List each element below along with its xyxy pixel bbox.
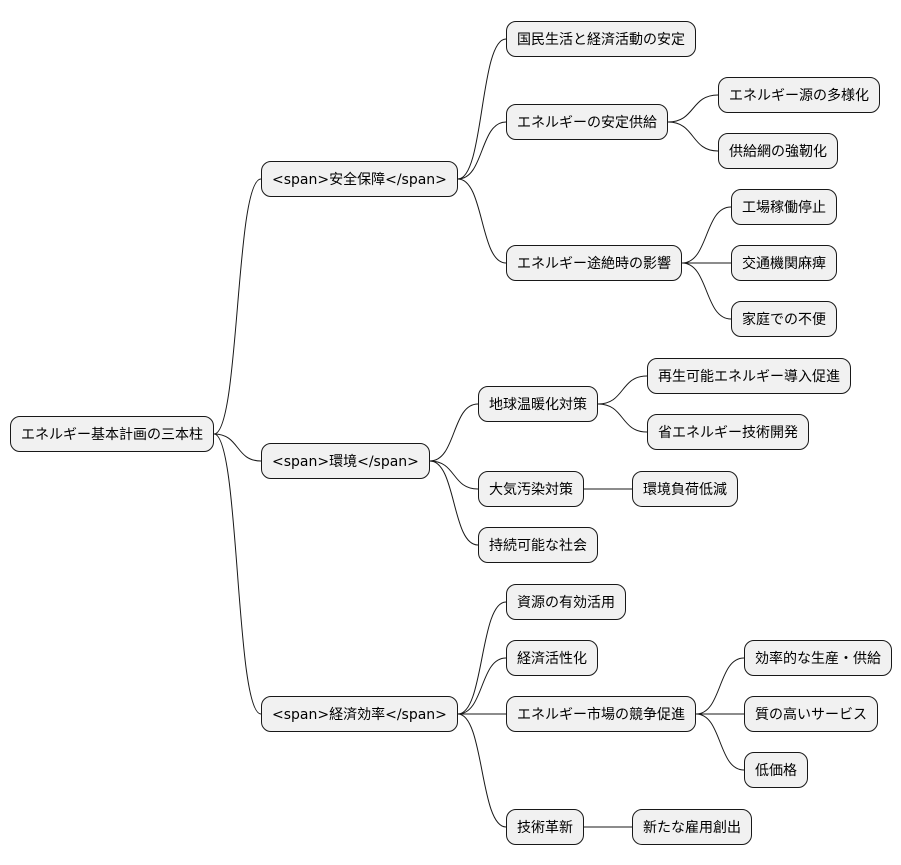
branch-node-environment: <span>環境</span> [261, 443, 430, 479]
leaf-node: 供給網の強靭化 [718, 133, 838, 169]
connector-line [597, 403, 648, 433]
leaf-node: 再生可能エネルギー導入促進 [647, 358, 851, 394]
connector-line [429, 403, 479, 462]
connector-line [213, 433, 262, 715]
connector-line [695, 713, 745, 771]
topic-node: 資源の有効活用 [506, 584, 626, 620]
connector-line [213, 433, 262, 462]
connector-line [667, 94, 719, 123]
connector-line [457, 657, 507, 715]
leaf-node: 効率的な生産・供給 [744, 640, 892, 676]
connector-line [457, 713, 507, 828]
topic-node: 持続可能な社会 [478, 527, 598, 563]
topic-node: 技術革新 [506, 809, 584, 845]
connector-line [429, 460, 479, 490]
topic-node: 地球温暖化対策 [478, 386, 598, 422]
leaf-node: 省エネルギー技術開発 [647, 414, 809, 450]
connector-line [457, 601, 507, 715]
connector-line [695, 657, 745, 715]
leaf-node: 質の高いサービス [744, 696, 878, 732]
leaf-node: 新たな雇用創出 [632, 809, 752, 845]
branch-node-economy: <span>経済効率</span> [261, 696, 458, 732]
connector-line [457, 178, 507, 264]
topic-node: 国民生活と経済活動の安定 [506, 21, 696, 57]
topic-node: エネルギー市場の競争促進 [506, 696, 696, 732]
topic-node: エネルギーの安定供給 [506, 104, 668, 140]
root-node: エネルギー基本計画の三本柱 [10, 416, 214, 452]
connector-line [667, 121, 719, 152]
connector-line [681, 262, 732, 320]
leaf-node: 工場稼働停止 [731, 189, 837, 225]
connector-line [457, 38, 507, 180]
connector-line [457, 121, 507, 180]
branch-node-security: <span>安全保障</span> [261, 161, 458, 197]
leaf-node: エネルギー源の多様化 [718, 77, 880, 113]
topic-node: 大気汚染対策 [478, 471, 584, 507]
connector-line [597, 375, 648, 405]
connector-line [681, 206, 732, 264]
leaf-node: 環境負荷低減 [632, 471, 738, 507]
topic-node: エネルギー途絶時の影響 [506, 245, 682, 281]
topic-node: 経済活性化 [506, 640, 598, 676]
leaf-node: 家庭での不便 [731, 301, 837, 337]
connector-line [213, 178, 262, 435]
leaf-node: 低価格 [744, 752, 808, 788]
connector-line [429, 460, 479, 546]
leaf-node: 交通機関麻痺 [731, 245, 837, 281]
